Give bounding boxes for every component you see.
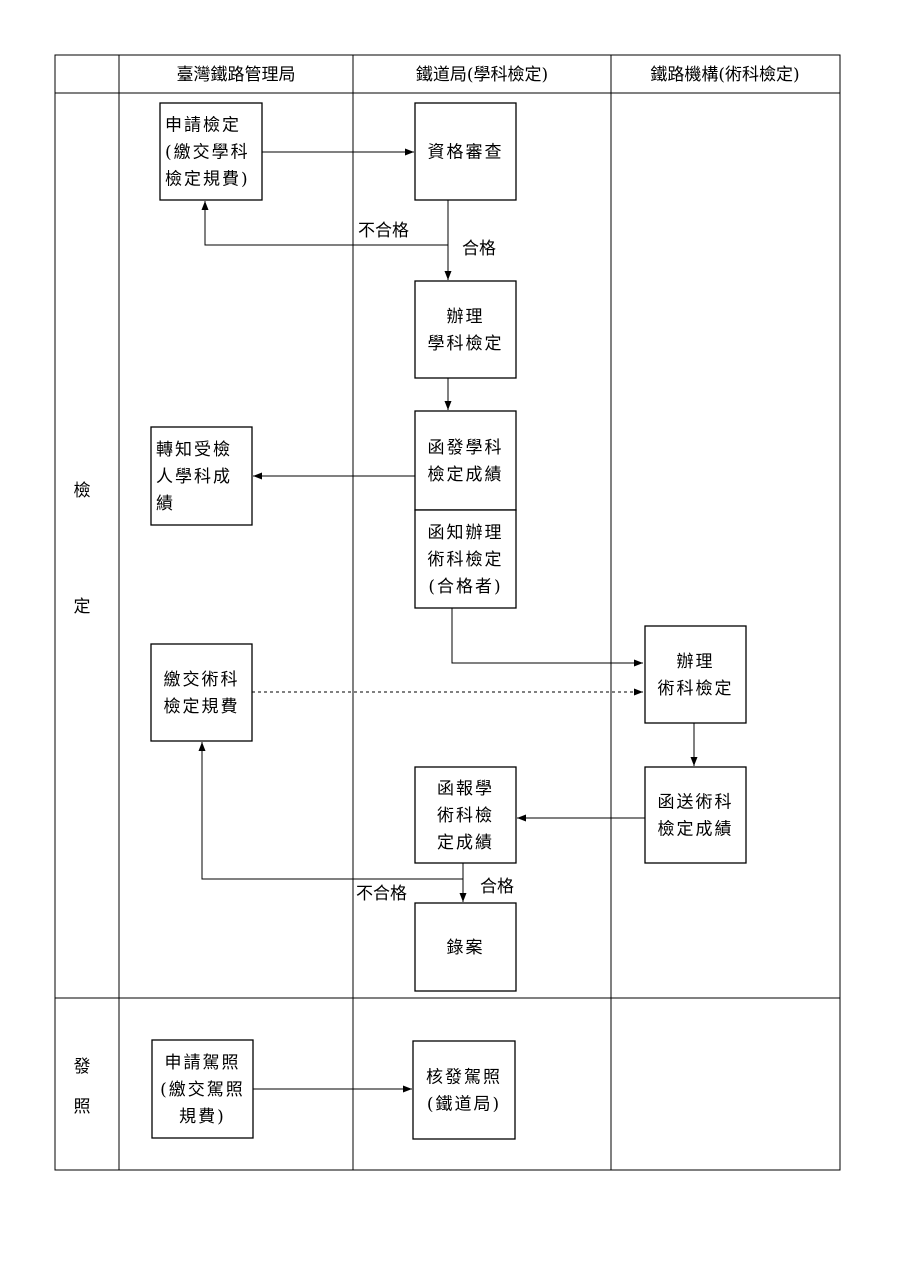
node-text-line: 術科檢定: [658, 679, 734, 699]
node-text-line: 申請駕照: [165, 1053, 241, 1073]
node-text-line: (鐵道局): [427, 1095, 501, 1115]
node-text-line: (繳交學科: [165, 143, 250, 163]
row-label-license: 發照: [74, 1057, 91, 1117]
node-box: [150, 643, 253, 742]
edge-label-fail-2: 不合格: [356, 884, 407, 904]
edge-label-pass-1: 合格: [462, 239, 496, 259]
node-text-line: 檢定成績: [658, 820, 734, 840]
node-text-line: 核發駕照: [426, 1068, 502, 1088]
row-label-char: 檢: [74, 481, 91, 501]
edge-label-fail-1: 不合格: [358, 221, 409, 241]
edge-notify-to-practical: [451, 608, 643, 667]
node-box: [414, 410, 517, 511]
node-text-line: 檢定規費: [164, 697, 240, 717]
node-qualification-review: 資格審查: [414, 102, 517, 201]
table-outer-border: [54, 54, 841, 1171]
node-text-line: 轉知受檢: [156, 440, 232, 460]
row-label-char: 定: [74, 597, 91, 617]
node-text-line: 檢定規費): [165, 170, 250, 190]
node-text-line: 辦理: [677, 652, 715, 672]
node-text-line: 申請檢定: [165, 116, 241, 136]
row-label-inspection: 檢定: [74, 481, 91, 617]
node-box: [414, 102, 517, 201]
node-text-line: 學科檢定: [428, 334, 504, 354]
node-box: [414, 509, 517, 609]
node-box: [150, 426, 253, 526]
node-box: [159, 102, 263, 201]
node-text-line: 函發學科: [428, 438, 504, 458]
swimlane-table-grid: [54, 54, 841, 1171]
node-record: 錄案: [414, 902, 517, 992]
node-issue-license: 核發駕照 (鐵道局): [412, 1040, 516, 1140]
node-box: [414, 280, 517, 379]
node-text-line: 術科檢定: [428, 550, 504, 570]
node-text-line: 函送術科: [658, 793, 734, 813]
edges: [198, 148, 698, 1093]
node-text-line: 函報學: [437, 779, 494, 799]
node-box: [644, 625, 747, 724]
node-text-line: 錄案: [447, 938, 485, 958]
node-text-line: 人學科成: [156, 467, 232, 487]
edge-report-fail-return: [198, 742, 464, 880]
node-box: [412, 1040, 516, 1140]
header-col-railway-institution: 鐵路機構(術科檢定): [650, 65, 799, 85]
edge-review-fail-return: [201, 200, 449, 246]
node-text-line: 定成績: [437, 833, 494, 853]
node-text-line: 函知辦理: [428, 523, 504, 543]
node-text-line: 績: [156, 494, 175, 514]
node-text-line: (繳交駕照: [160, 1080, 245, 1100]
node-box: [414, 902, 517, 992]
node-text-line: 規費): [179, 1107, 226, 1127]
node-text-line: (合格者): [428, 577, 502, 597]
node-text-line: 術科檢: [437, 806, 494, 826]
node-box: [414, 766, 517, 864]
header-col-railway-admin: 臺灣鐵路管理局: [177, 65, 296, 85]
header-col-railway-bureau: 鐵道局(學科檢定): [416, 65, 548, 85]
node-box: [644, 766, 747, 864]
row-label-char: 照: [74, 1097, 91, 1117]
edge-label-pass-2: 合格: [480, 877, 514, 897]
node-text-line: 資格審查: [428, 143, 504, 163]
row-label-char: 發: [74, 1057, 91, 1077]
node-box: [151, 1039, 254, 1139]
node-text-line: 繳交術科: [164, 670, 240, 690]
node-text-line: 檢定成績: [428, 465, 504, 485]
node-text-line: 辦理: [447, 307, 485, 327]
